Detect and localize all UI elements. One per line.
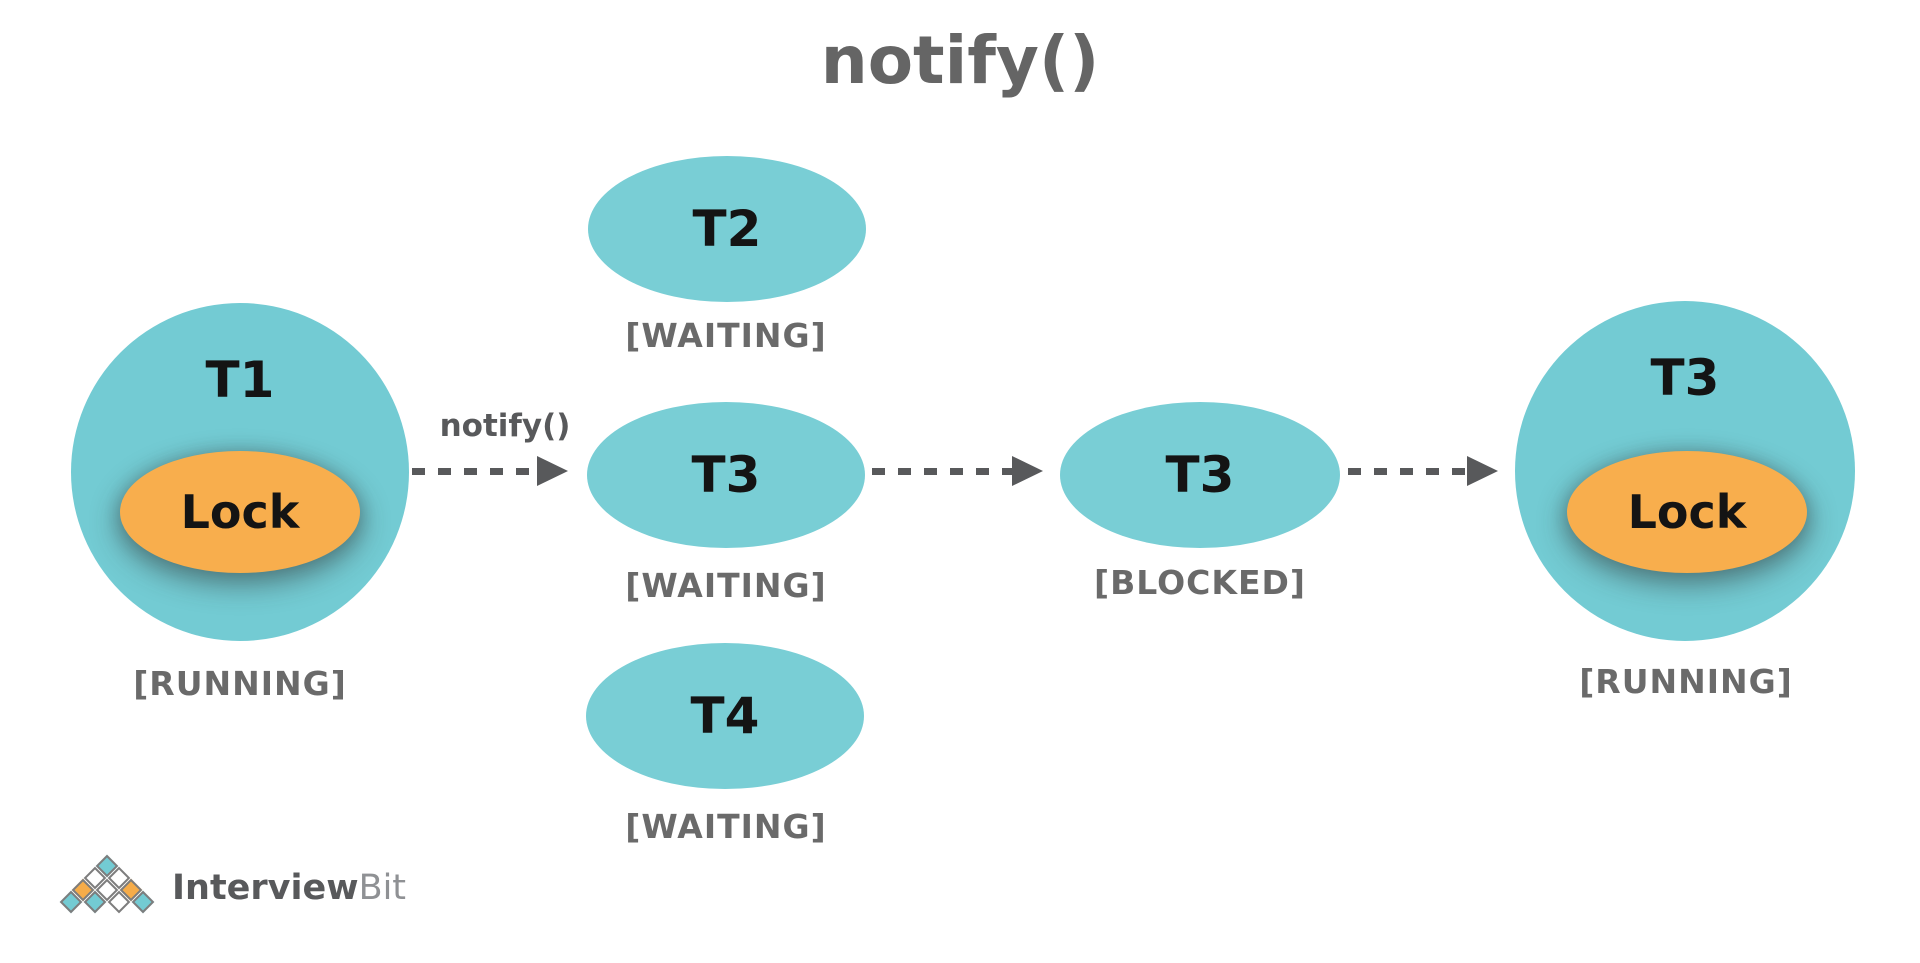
- logo-wordmark: InterviewBit: [172, 868, 406, 908]
- state-label-blocked: [BLOCKED]: [1094, 563, 1306, 602]
- thread-name-right: T3: [1650, 349, 1720, 407]
- lock-ellipse-left: Lock: [120, 451, 360, 573]
- state-label-t4: [WAITING]: [625, 807, 827, 846]
- logo-wordmark-bold: Interview: [172, 868, 359, 908]
- notify-arrow-label: notify(): [439, 408, 571, 444]
- lock-ellipse-right: Lock: [1567, 451, 1807, 573]
- logo-wordmark-light: Bit: [358, 868, 407, 908]
- arrow3-head-icon: [1467, 456, 1498, 486]
- arrow2-head-icon: [1012, 456, 1043, 486]
- thread-circle-left: T1 Lock: [71, 303, 409, 641]
- notify-arrow-head-icon: [537, 456, 568, 486]
- wait-ellipse-t3: T3: [587, 402, 865, 548]
- wait-ellipse-t4: T4: [586, 643, 864, 789]
- diamond-pyramid-icon: [59, 854, 155, 916]
- state-label-right: [RUNNING]: [1579, 662, 1793, 701]
- wait-thread-name-t3: T3: [691, 446, 761, 504]
- arrow2-dashes: [872, 468, 1012, 475]
- diagram-title: notify(): [820, 22, 1100, 99]
- blocked-ellipse: T3: [1060, 402, 1340, 548]
- wait-thread-name-t2: T2: [692, 200, 762, 258]
- arrow3-dashes: [1348, 468, 1466, 475]
- blocked-thread-name: T3: [1165, 446, 1235, 504]
- wait-ellipse-t2: T2: [588, 156, 866, 302]
- thread-name-left: T1: [205, 351, 275, 409]
- state-label-t3: [WAITING]: [625, 566, 827, 605]
- wait-thread-name-t4: T4: [690, 687, 760, 745]
- state-label-t2: [WAITING]: [625, 316, 827, 355]
- thread-circle-right: T3 Lock: [1515, 301, 1855, 641]
- notify-arrow-dashes: [412, 468, 538, 475]
- state-label-left: [RUNNING]: [133, 664, 347, 703]
- interviewbit-logo: InterviewBit: [59, 850, 406, 924]
